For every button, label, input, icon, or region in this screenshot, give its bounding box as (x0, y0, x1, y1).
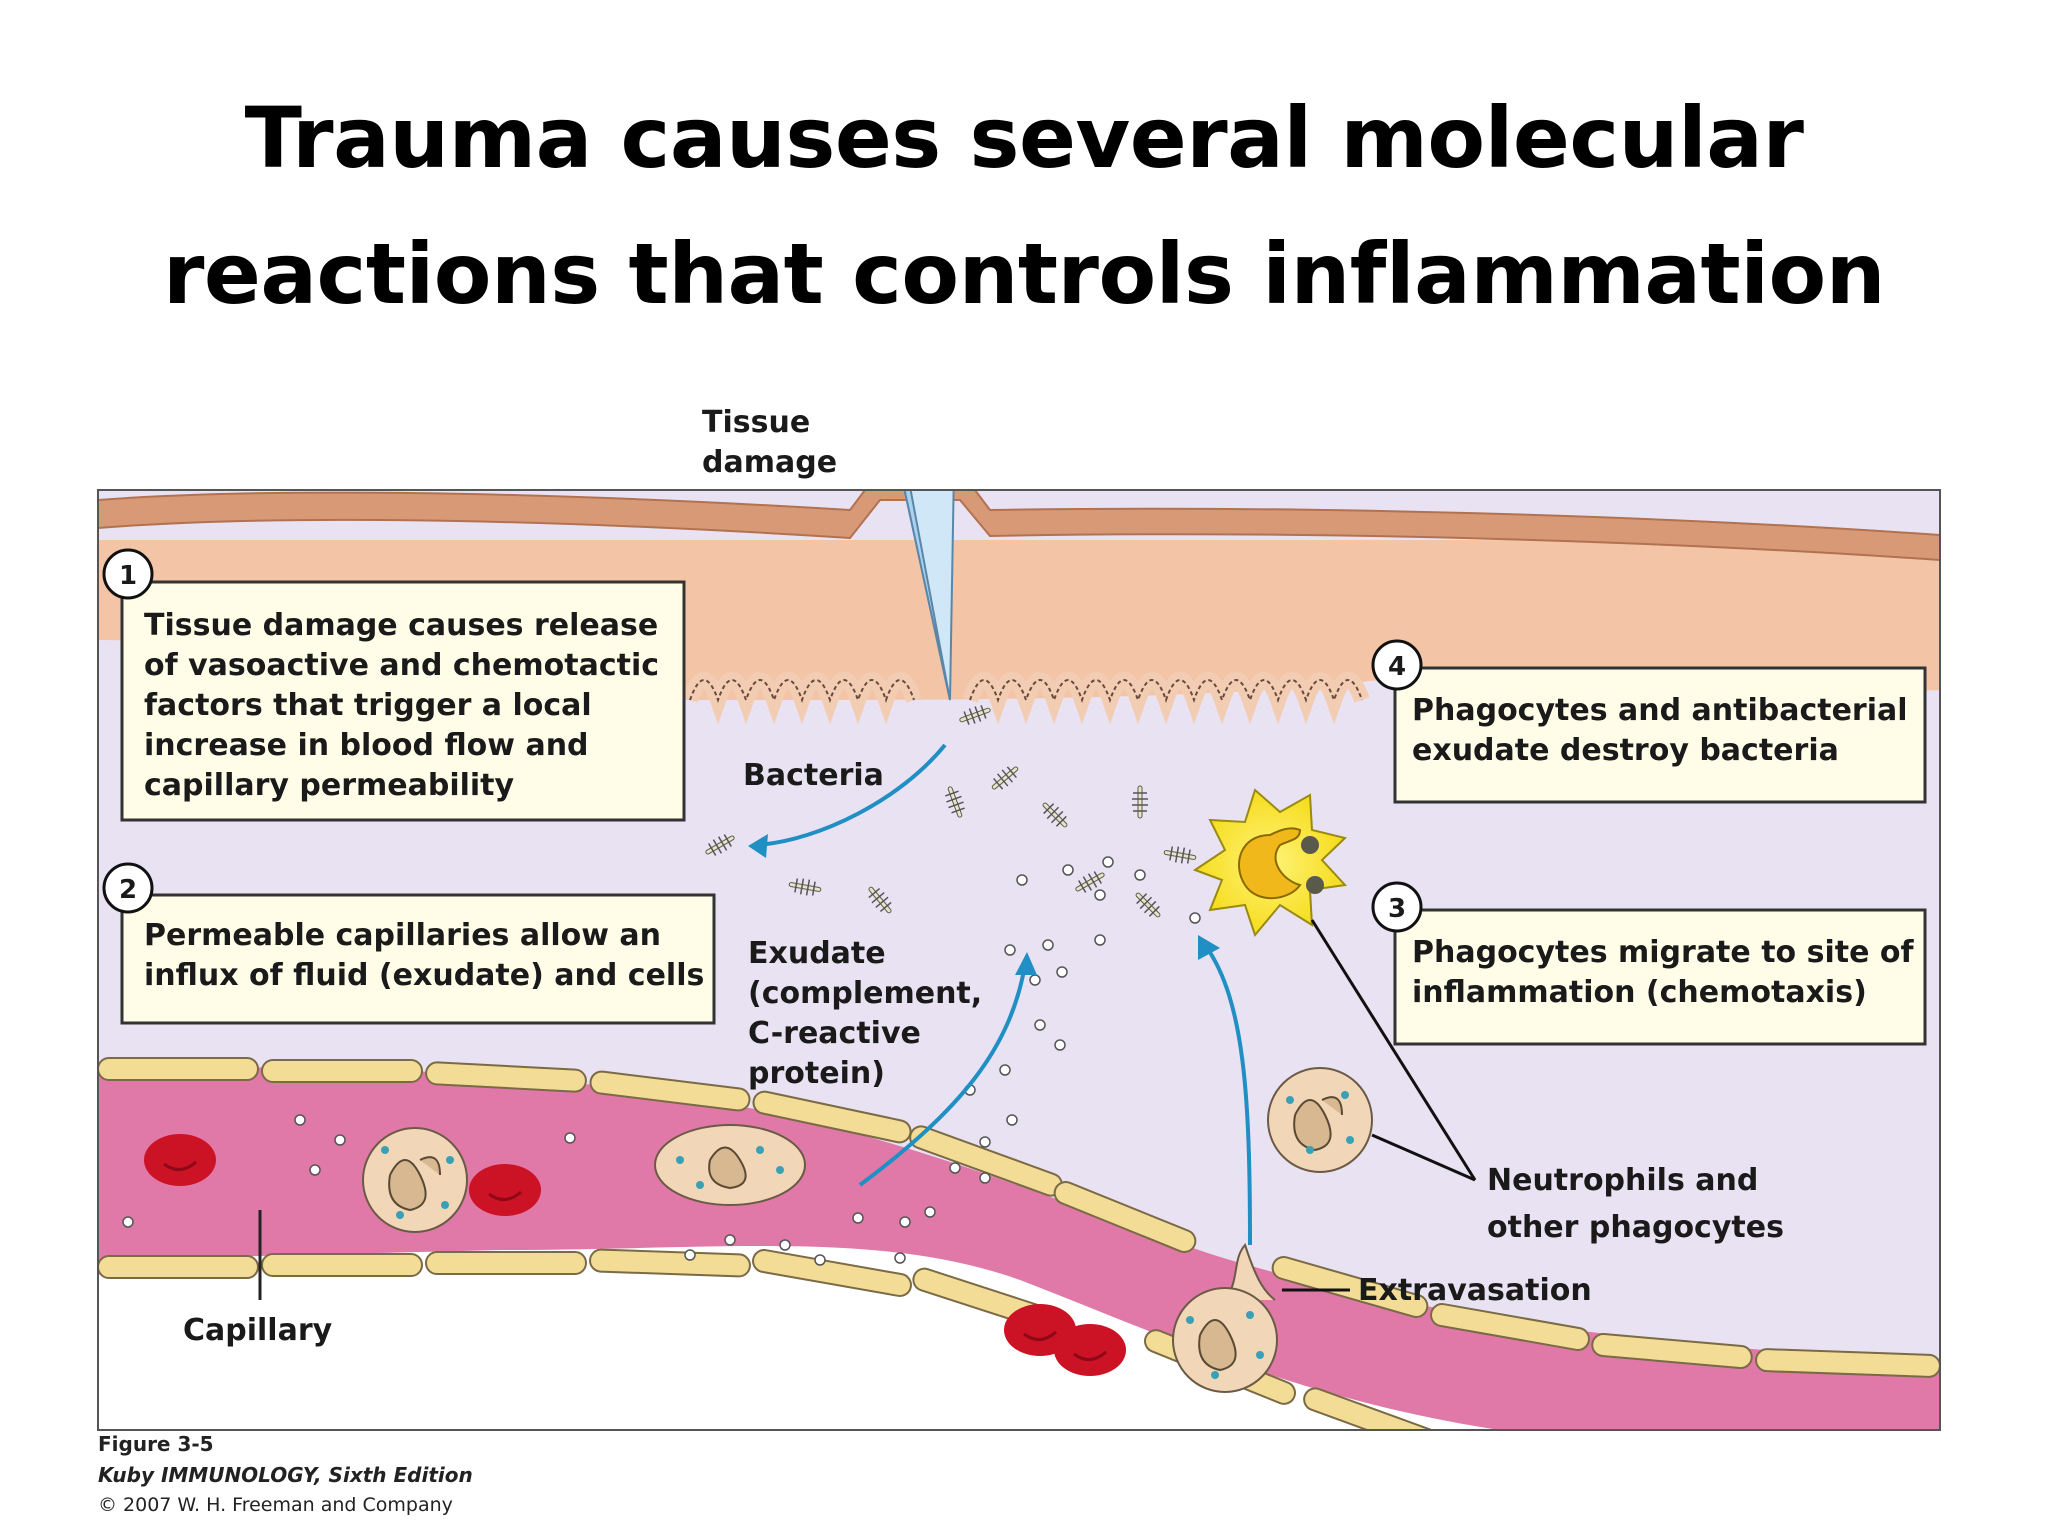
title-line-2: reactions that controls inflammation (162, 225, 1886, 323)
figure-copyright: © 2007 W. H. Freeman and Company (98, 1494, 453, 1516)
migration-arrows (757, 743, 1252, 1246)
step-badge-1: 1 (102, 548, 154, 600)
figure-source: Kuby IMMUNOLOGY, Sixth Edition (98, 1463, 473, 1487)
step-4-text: Phagocytes and antibacterial exudate des… (1412, 693, 1908, 768)
step-2-text: Permeable capillaries allow an influx of… (144, 918, 704, 993)
basement-membrane-outline (689, 679, 1363, 704)
svg-text:influx of fluid (exudate) and: influx of fluid (exudate) and cells (144, 958, 704, 993)
svg-text:capillary permeability: capillary permeability (144, 768, 515, 803)
step-badge-4: 4 (1371, 639, 1423, 691)
step-box-4 (1393, 666, 1927, 804)
exudate-particles (122, 856, 1201, 1266)
neutrophil-in-vessel (654, 1124, 806, 1206)
svg-text:factors that trigger a local: factors that trigger a local (144, 688, 592, 723)
step-3-text: Phagocytes migrate to site of inflammati… (1412, 935, 1914, 1010)
step-badge-3: 3 (1371, 881, 1423, 933)
svg-text:inflammation (chemotaxis): inflammation (chemotaxis) (1412, 975, 1867, 1010)
skin-surface (98, 490, 1940, 562)
svg-text:increase in blood flow and: increase in blood flow and (144, 728, 589, 763)
svg-text:Permeable capillaries allow an: Permeable capillaries allow an (144, 918, 661, 953)
endothelium-upper (98, 1057, 1940, 1378)
neutrophil-in-vessel (362, 1127, 468, 1233)
red-blood-cell (1052, 1322, 1128, 1378)
svg-text:of vasoactive and chemotactic: of vasoactive and chemotactic (144, 648, 659, 683)
extravasation-label: Extravasation (1358, 1273, 1592, 1308)
svg-text:Phagocytes and antibacterial: Phagocytes and antibacterial (1412, 693, 1908, 728)
step-box-1 (120, 580, 686, 822)
svg-text:Phagocytes migrate to site of: Phagocytes migrate to site of (1412, 935, 1914, 970)
panel-border (97, 489, 1941, 1431)
step-box-3 (1393, 908, 1927, 1046)
tissue-cross-section (98, 490, 1940, 1430)
svg-text:3: 3 (1388, 894, 1406, 924)
tissue-damage-label-2: damage (702, 445, 837, 480)
bacteria-label: Bacteria (743, 758, 884, 793)
red-blood-cell (142, 1132, 218, 1188)
neutrophil-pointers (1282, 919, 1477, 1292)
slide-title: Trauma causes several molecular reaction… (0, 70, 2048, 342)
step-1-text: Tissue damage causes release of vasoacti… (144, 608, 659, 803)
arrow-heads (748, 834, 1220, 975)
phagocyte (1192, 788, 1348, 938)
neutrophils-label-1: Neutrophils and (1487, 1163, 1758, 1198)
svg-text:Tissue damage causes release: Tissue damage causes release (144, 608, 658, 643)
step-badge-2: 2 (102, 862, 154, 914)
exudate-label-2: (complement, (748, 976, 982, 1011)
neutrophil-granules (381, 1091, 1354, 1379)
title-line-1: Trauma causes several molecular (244, 89, 1804, 187)
exudate-label-4: protein) (748, 1056, 885, 1091)
step-box-2 (120, 893, 716, 1025)
svg-text:4: 4 (1388, 652, 1406, 682)
neutrophils-label-2: other phagocytes (1487, 1210, 1784, 1245)
neutrophil-migrating (1267, 1067, 1373, 1173)
capillary-label: Capillary (183, 1313, 333, 1348)
figure-number: Figure 3-5 (98, 1432, 214, 1456)
svg-text:exudate destroy bacteria: exudate destroy bacteria (1412, 733, 1839, 768)
svg-text:1: 1 (119, 561, 137, 591)
svg-text:2: 2 (119, 875, 137, 905)
red-blood-cell (467, 1162, 543, 1218)
exudate-label-3: C-reactive (748, 1016, 921, 1051)
capillary-lumen (98, 1067, 1940, 1430)
tissue-damage-label-1: Tissue (702, 405, 810, 440)
exudate-label-1: Exudate (748, 936, 886, 971)
glass-shard (903, 490, 955, 701)
